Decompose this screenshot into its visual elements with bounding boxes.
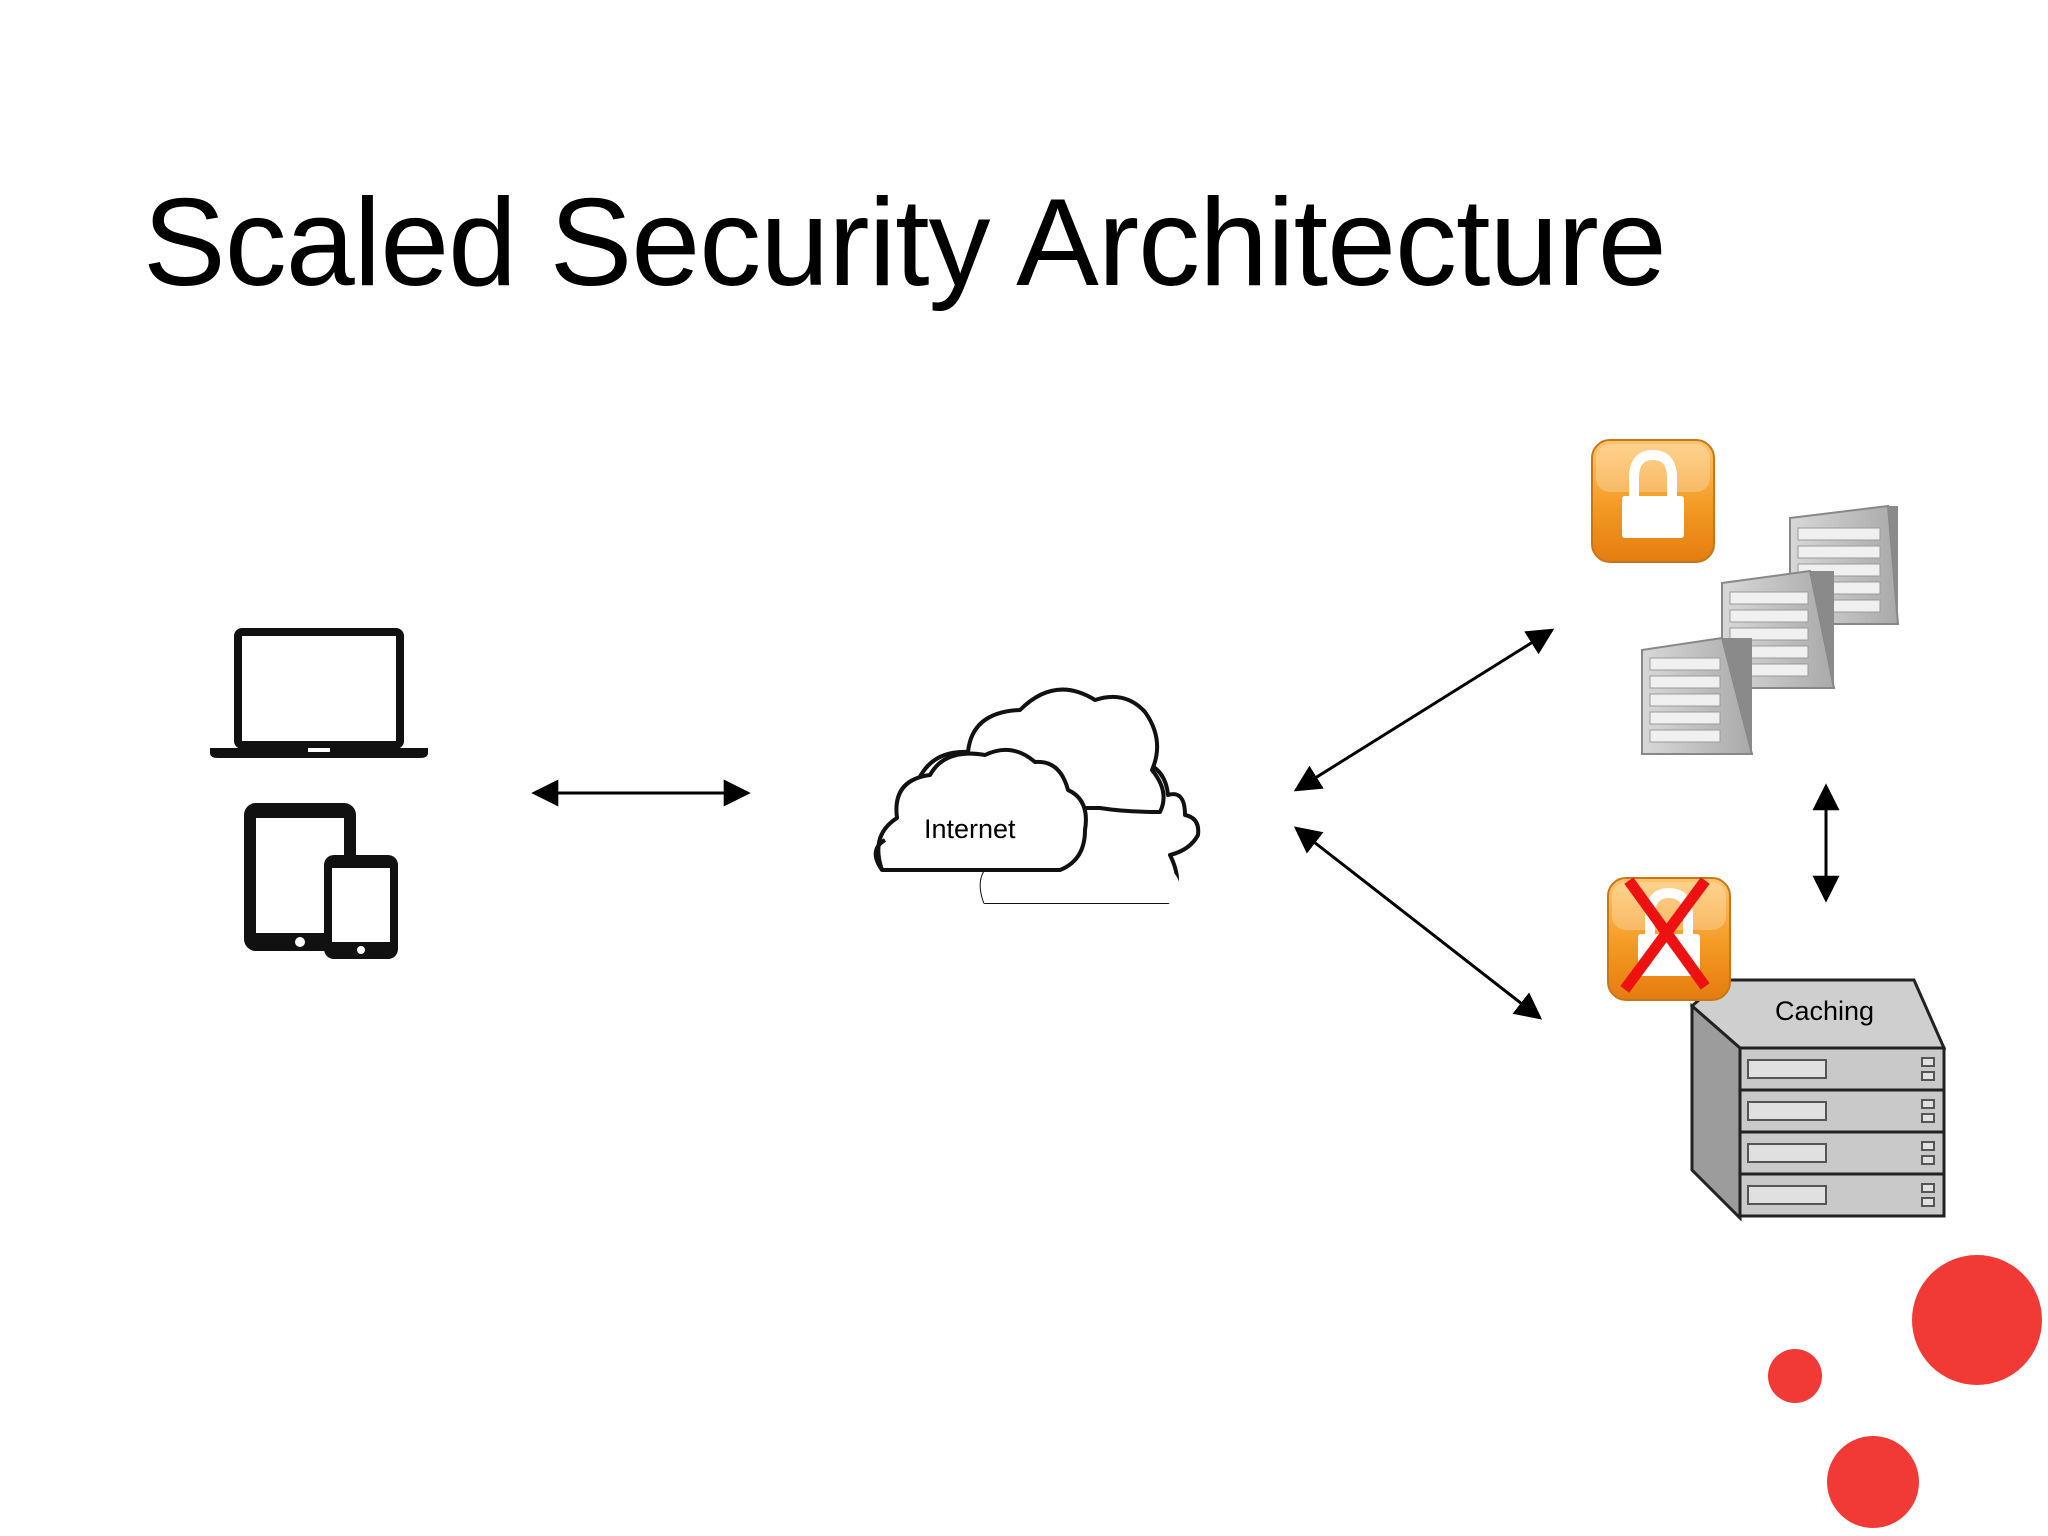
deny-x-icon <box>1620 877 1710 993</box>
internet-label: Internet <box>924 814 1016 844</box>
lock-icon <box>1591 439 1715 563</box>
decorative-dots <box>1768 1255 2042 1528</box>
caching-server-icon: Caching <box>1689 978 1947 1222</box>
app-servers-icon <box>1641 504 1900 755</box>
caching-label: Caching <box>1775 996 1874 1026</box>
laptop-icon <box>210 628 428 758</box>
internet-cloud-icon: Internet <box>873 687 1201 904</box>
internet-app-servers-arrow <box>1293 628 1555 792</box>
mobile-devices-icon <box>244 803 398 959</box>
internet-caching-arrow <box>1293 826 1543 1020</box>
slide-title: Scaled Security Architecture <box>143 174 1667 312</box>
